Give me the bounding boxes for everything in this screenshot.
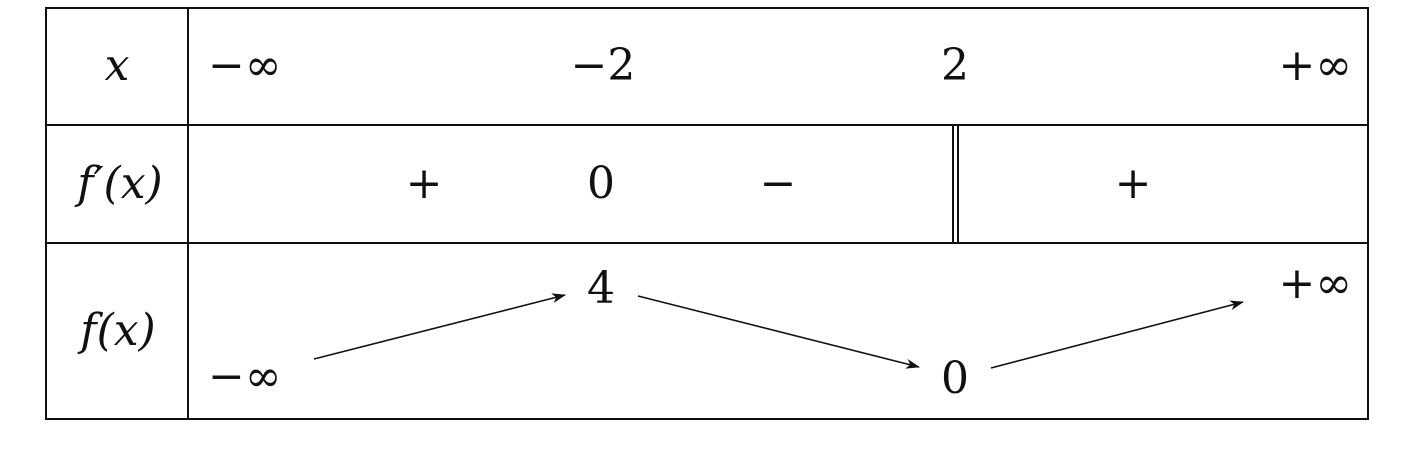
decreasing-arrow: [637, 295, 920, 369]
row-header-function: f(x): [77, 305, 155, 356]
function-value-end: +∞: [1278, 258, 1352, 309]
function-value-at-minus-2: 4: [587, 263, 615, 314]
row-header-derivative: f′(x): [74, 158, 162, 209]
derivative-sign-interval-1: +: [406, 158, 443, 209]
table-border: [45, 7, 1369, 420]
increasing-arrow-2: [990, 300, 1244, 369]
x-value-minus-2: −2: [571, 40, 636, 91]
function-value-at-2: 0: [941, 353, 969, 404]
x-value-minus-infinity: −∞: [208, 40, 282, 91]
x-value-plus-infinity: +∞: [1278, 40, 1352, 91]
function-value-start: −∞: [208, 351, 282, 402]
row-header-x: x: [105, 40, 130, 91]
derivative-zero-at-minus-2: 0: [587, 158, 615, 209]
x-value-2: 2: [941, 40, 969, 91]
derivative-sign-interval-2: −: [760, 158, 797, 209]
derivative-sign-interval-3: +: [1115, 158, 1152, 209]
increasing-arrow-1: [313, 293, 566, 360]
